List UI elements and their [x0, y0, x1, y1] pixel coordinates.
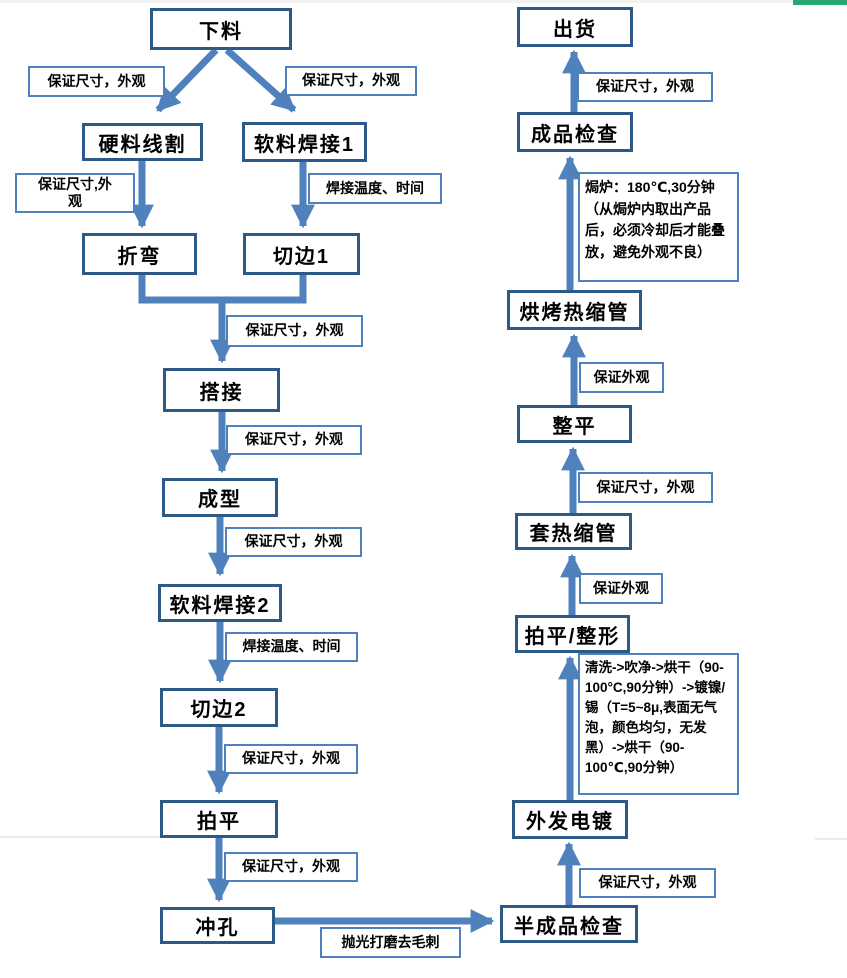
- arrow-xialiao-ruanliao1: [224, 47, 297, 113]
- edge-label-l12: 保证尺寸，外观: [579, 868, 716, 898]
- edge-label-l11: 抛光打磨去毛刺: [320, 927, 461, 958]
- node-banchengpin-jiancha: 半成品检查: [500, 905, 638, 943]
- page-edge-line-left: [0, 836, 160, 838]
- node-paiping-zhengxing: 拍平/整形: [515, 615, 630, 653]
- node-zhewan: 折弯: [82, 233, 197, 275]
- node-hongkao-resuoguan: 烘烤热缩管: [507, 290, 642, 330]
- merge-connector: [138, 275, 307, 304]
- node-ruanliao-hanjie2: 软料焊接2: [158, 584, 282, 622]
- edge-label-l15: 保证尺寸，外观: [578, 472, 713, 503]
- green-accent-bar: [793, 0, 847, 5]
- node-tao-resuoguan: 套热缩管: [515, 513, 632, 550]
- node-xialiao: 下料: [150, 8, 292, 50]
- node-ruanliao-hanjie1: 软料焊接1: [242, 122, 367, 162]
- page-edge-line-right: [815, 838, 847, 840]
- node-qiebian1: 切边1: [243, 233, 360, 275]
- top-strip: [0, 0, 847, 3]
- edge-label-l10: 保证尺寸，外观: [224, 852, 358, 882]
- node-chengxing: 成型: [162, 478, 278, 517]
- edge-label-l14: 保证外观: [579, 573, 663, 604]
- edge-label-l7: 保证尺寸，外观: [225, 527, 362, 557]
- node-waifa-diandu: 外发电镀: [512, 800, 628, 839]
- edge-label-plating-process: 清洗->吹净->烘干（90-100°C,90分钟）->镀镍/锡（T=5~8μ,表…: [578, 653, 739, 795]
- edge-label-l8: 焊接温度、时间: [225, 632, 358, 662]
- node-dajie: 搭接: [163, 368, 280, 412]
- node-chuhuo: 出货: [517, 7, 633, 47]
- node-chongkong: 冲孔: [160, 907, 275, 944]
- edge-label-l6: 保证尺寸，外观: [226, 425, 362, 455]
- node-chengpin-jiancha: 成品检查: [517, 112, 633, 152]
- edge-label-oven-process: 焗炉：180℃,30分钟（从焗炉内取出产品后，必须冷却后才能叠放，避免外观不良）: [578, 172, 739, 282]
- edge-label-l1: 保证尺寸，外观: [28, 66, 165, 97]
- edge-label-l18: 保证尺寸，外观: [577, 72, 713, 102]
- edge-label-l2: 保证尺寸，外观: [285, 66, 417, 96]
- arrow-xialiao-yingliao: [155, 47, 219, 113]
- edge-label-l3: 保证尺寸,外观: [15, 173, 135, 213]
- node-zhengping: 整平: [517, 405, 632, 443]
- node-qiebian2: 切边2: [160, 688, 278, 727]
- node-yingliao-xiange: 硬料线割: [82, 123, 203, 161]
- node-paiping: 拍平: [160, 800, 278, 838]
- edge-label-l16: 保证外观: [579, 362, 664, 393]
- edge-label-l4: 焊接温度、时间: [308, 173, 442, 204]
- edge-label-l5: 保证尺寸，外观: [226, 315, 363, 347]
- edge-label-l9: 保证尺寸，外观: [224, 744, 358, 774]
